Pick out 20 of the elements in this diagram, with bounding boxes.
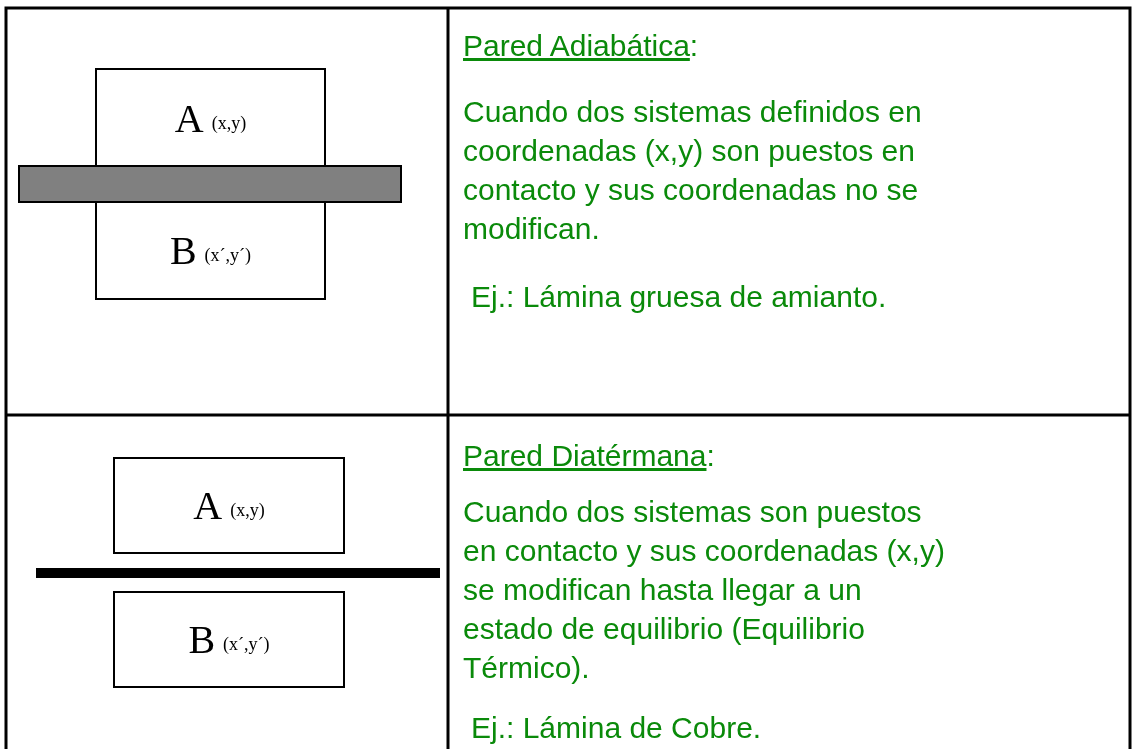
diathermic-wall [36,568,440,578]
coordinates-label: (x,y) [230,499,265,521]
system-letter: B [169,226,197,274]
coordinates-label: (x,y) [211,111,247,134]
system-box [113,591,345,688]
system-box [95,200,326,300]
wall-heading: Pared Adiabática: [463,28,700,64]
example-text: Ej.: Lámina de Cobre. [470,710,763,746]
system-letter: A [193,482,223,529]
system-letter: B [188,616,216,663]
system-box [113,457,345,554]
example-text: Ej.: Lámina gruesa de amianto. [470,279,888,315]
definition-text: Cuando dos sistemas son puestos en contacto y sus coordenadas (x,y) se modifican hasta llegar a un estado de equilibrio (Equilibrio Térmico). [463,494,946,686]
adiabatic-wall [18,165,402,203]
coordinates-label: (x´,y´) [223,633,270,655]
definition-text: Cuando dos sistemas definidos en coordenadas (x,y) son puestos en contacto y sus coordenadas no se modifican. [463,94,923,247]
system-box [95,68,326,168]
system-letter: A [174,94,204,142]
wall-heading: Pared Diatérmana: [463,438,716,474]
coordinates-label: (x´,y´) [204,243,252,266]
